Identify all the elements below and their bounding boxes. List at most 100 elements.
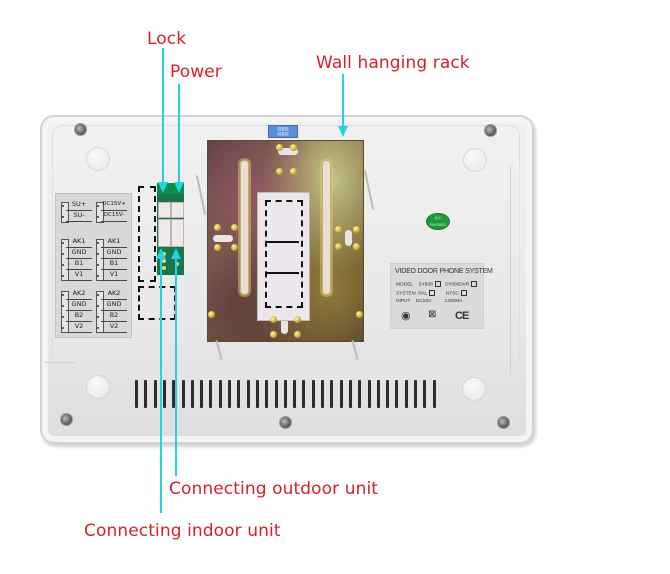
pin-label: DC15V+ <box>97 200 127 211</box>
callout-power: Power <box>170 62 222 82</box>
callout-lock: Lock <box>147 29 187 49</box>
rack-slot <box>213 235 233 242</box>
callout-connecting-outdoor-unit: Connecting outdoor unit <box>169 479 379 499</box>
rack-rivet <box>335 243 342 250</box>
vent-slot <box>330 380 334 408</box>
power-callout-line <box>178 84 180 182</box>
pin-group-indoor-1: AK1 GND B1 V1 <box>59 237 92 283</box>
indoor-unit-connector[interactable] <box>158 219 171 247</box>
rack-rivet <box>276 144 283 151</box>
pin-bar <box>61 291 69 333</box>
lock-power-terminal-header[interactable] <box>157 183 184 194</box>
outdoor-unit-connector[interactable] <box>171 219 184 247</box>
vent-slot <box>302 380 306 408</box>
vent-slot <box>404 380 408 408</box>
pin-bar <box>96 291 104 333</box>
indoor-callout-line <box>160 259 162 513</box>
arrow-down-icon <box>338 126 348 137</box>
screw-icon <box>74 123 87 136</box>
rack-rivet <box>231 244 238 251</box>
pin-label: AK1 <box>62 237 92 248</box>
pin-label: B1 <box>62 259 92 270</box>
pin-bar <box>96 239 104 281</box>
pin-label: V1 <box>97 270 127 281</box>
pin-bar <box>61 202 69 223</box>
rack-slot <box>240 160 249 295</box>
vent-slot <box>135 380 138 408</box>
vent-slot <box>246 380 250 408</box>
serial-sticker: ▥▥▥▥▥▥ <box>268 125 298 138</box>
vent-slot <box>265 380 269 408</box>
vent-slot <box>228 380 231 408</box>
screw-icon <box>484 124 497 137</box>
spec-model-option-2: SY808DVR <box>444 282 470 288</box>
rack-rivet <box>214 244 221 251</box>
pin-label: B1 <box>97 259 127 270</box>
rack-slot <box>281 318 288 334</box>
power-connector[interactable] <box>171 202 184 218</box>
vent-slot <box>209 380 213 408</box>
vent-slot <box>432 380 436 408</box>
vent-slot <box>311 380 315 408</box>
vent-slot <box>181 380 185 408</box>
vent-slot <box>237 380 241 408</box>
rack-rivet <box>290 144 297 151</box>
vent-slot <box>386 380 390 408</box>
rack-rivet <box>214 224 221 231</box>
pin-group-indoor-2: AK2 GND B2 V2 <box>59 289 92 335</box>
arrow-up-icon <box>156 248 166 259</box>
screw-icon <box>279 416 292 429</box>
pin-label: V1 <box>62 270 92 281</box>
callout-wall-hanging-rack: Wall hanging rack <box>316 53 470 73</box>
spec-input-label: INPUT <box>396 299 411 304</box>
vent-slot <box>423 380 427 408</box>
arrow-down-icon <box>174 182 184 193</box>
rack-rivet <box>276 168 283 175</box>
spec-system-row: SYSTEM PAL NTSC <box>396 290 467 296</box>
vent-slot <box>172 380 176 408</box>
pin-label: B2 <box>97 311 127 322</box>
qc-line2: PASSED <box>430 222 446 227</box>
spec-system-label: SYSTEM <box>396 291 416 297</box>
ce-mark-icon: CE <box>455 310 469 322</box>
checkbox-icon <box>471 281 478 287</box>
solder-point <box>162 259 166 263</box>
wiring-pinout-label: SU+ SU- DC15V+ DC15V- AK1 GND B1 V1 AK1 … <box>55 193 132 338</box>
rubber-foot <box>463 148 487 172</box>
outdoor-callout-line <box>175 259 177 476</box>
rack-rivet <box>294 316 301 323</box>
spec-system-option-2: NTSC <box>445 291 459 297</box>
rack-rivet <box>290 168 297 175</box>
pin-label: SU- <box>62 211 92 222</box>
lock-connector[interactable] <box>158 202 171 218</box>
vent-slot <box>321 380 324 408</box>
pin-bar <box>96 202 104 223</box>
rubber-foot <box>86 147 110 171</box>
pin-label: GND <box>62 248 92 259</box>
spec-title: VIDEO DOOR PHONE SYSTEM <box>395 268 493 275</box>
pin-group-outdoor-1: AK1 GND B1 V1 <box>94 237 127 283</box>
vent-slot <box>200 380 204 408</box>
rack-slot <box>278 148 298 155</box>
pin-label: AK2 <box>97 289 127 300</box>
pin-label: DC15V- <box>97 211 127 222</box>
vent-slot <box>348 380 352 408</box>
vent-slot <box>367 380 371 408</box>
rubber-foot <box>462 377 486 401</box>
spec-model-option-1: SY808 <box>418 282 433 288</box>
vent-slot <box>395 380 399 408</box>
pin-label: B2 <box>62 311 92 322</box>
pin-label: SU+ <box>62 200 92 211</box>
weee-bin-icon: ⊠ <box>428 309 437 320</box>
rack-rivet <box>270 331 277 338</box>
pin-label: V2 <box>62 322 92 333</box>
wall-box-divider <box>266 241 299 243</box>
rack-rivet <box>356 311 363 318</box>
vent-slot <box>358 380 362 408</box>
rack-rivet <box>208 311 215 318</box>
spec-model-label: MODEL <box>396 282 414 288</box>
vent-slot <box>283 380 287 408</box>
vent-slot <box>293 380 297 408</box>
rack-rivet <box>353 243 360 250</box>
rack-slot <box>345 230 352 246</box>
